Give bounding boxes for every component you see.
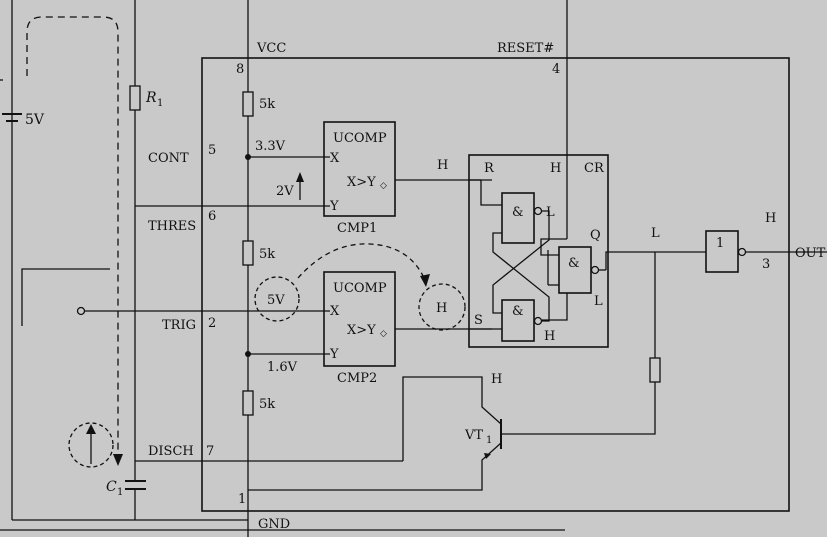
nand1-out-level: L	[546, 205, 555, 220]
cmp1-out-symbol-icon: ◇	[380, 181, 387, 191]
pin-5: 5	[208, 143, 216, 158]
r1-label: R	[145, 90, 157, 106]
label-vcc: VCC	[256, 41, 286, 56]
q-level: L	[651, 226, 660, 241]
out-level: H	[765, 211, 776, 226]
vt-sub: 1	[486, 435, 492, 446]
nand-gate-lower: &	[501, 299, 543, 342]
battery-label: 5V	[25, 112, 45, 128]
r1-sub: 1	[157, 98, 163, 109]
cmp2-out-level-label: H	[436, 301, 447, 316]
r-lower-label: 5k	[259, 397, 275, 412]
label-disch: DISCH	[148, 444, 194, 459]
q-wire	[605, 251, 706, 270]
nand3-out-level: L	[594, 294, 603, 309]
output-inverter: 1	[705, 230, 747, 273]
r-middle-label: 5k	[259, 247, 275, 262]
nand-gate-reset: & L	[558, 246, 603, 309]
battery: 5V	[0, 79, 45, 128]
label-out: OUT	[795, 246, 826, 261]
cmp2-name: CMP2	[337, 371, 377, 386]
cmp1-name: CMP1	[337, 221, 377, 236]
cmp1-x: X	[330, 151, 340, 166]
up-arrow-icon	[296, 172, 304, 182]
base-wire	[501, 382, 656, 435]
flipflop-wiring	[469, 60, 568, 330]
flipflop-box	[468, 154, 609, 348]
cmp2-x: X	[330, 304, 340, 319]
nand-gate-upper: & L	[501, 192, 555, 244]
node-upper	[245, 154, 251, 160]
trig-voltage-circle	[254, 276, 300, 322]
ff-s-label: S	[474, 313, 483, 328]
cmp2-out: X>Y	[347, 323, 376, 338]
pin-3: 3	[762, 257, 770, 272]
v-lower-label: 1.6V	[267, 360, 298, 375]
capacitor-c1: C 1	[106, 479, 146, 498]
cmp2-out-symbol-icon: ◇	[380, 329, 387, 339]
c1-sub: 1	[117, 487, 123, 498]
pin-2: 2	[208, 316, 216, 331]
cmp2-title: UCOMP	[333, 281, 387, 296]
comparator-cmp1: UCOMP X Y X>Y ◇	[323, 121, 396, 217]
ff-r-label: R	[484, 161, 495, 176]
dashed-arrow-head	[420, 274, 430, 287]
cmp2-out-level-circle	[418, 283, 466, 331]
label-cont: CONT	[148, 151, 189, 166]
label-reset: RESET#	[497, 41, 554, 56]
vt-label: VT	[464, 428, 483, 443]
current-path-arrow	[113, 454, 123, 466]
vt-collector-level: H	[491, 372, 502, 387]
pin-4: 4	[552, 62, 560, 77]
ff-q-label: Q	[590, 228, 601, 243]
cmp2-y: Y	[329, 347, 339, 362]
v-upper-label: 3.3V	[255, 139, 286, 154]
current-path-dashed	[26, 16, 119, 462]
node-lower	[245, 351, 251, 357]
cmp1-y: Y	[329, 199, 339, 214]
inverter-symbol: 1	[716, 236, 724, 251]
charge-indicator-circle	[68, 422, 114, 468]
transistor-vt1	[248, 376, 502, 491]
cmp1-out: X>Y	[347, 175, 376, 190]
pin-7: 7	[206, 444, 214, 459]
nand1-symbol: &	[512, 205, 524, 220]
pin-8: 8	[236, 62, 244, 77]
r-upper-label: 5k	[259, 97, 275, 112]
nand3-symbol: &	[568, 256, 580, 271]
divider-resistors	[242, 91, 254, 416]
ff-name: CR	[584, 161, 605, 176]
comparator-cmp2: UCOMP X Y X>Y ◇	[323, 271, 396, 367]
trigger-waveform	[21, 268, 110, 326]
dashed-transfer-arrow	[297, 243, 426, 281]
base-resistor	[649, 357, 661, 383]
cmp1-y-voltage: 2V	[276, 184, 294, 199]
nand2-symbol: &	[512, 304, 524, 319]
pin-6: 6	[208, 209, 216, 224]
resistor-r1: R 1	[129, 85, 163, 111]
cmp1-title: UCOMP	[333, 131, 387, 146]
pin-1: 1	[238, 492, 246, 507]
label-thres: THRES	[148, 219, 196, 234]
label-gnd: GND	[258, 517, 290, 532]
trig-terminal	[76, 306, 86, 316]
ff-h-top: H	[550, 161, 561, 176]
c1-label: C	[106, 479, 117, 495]
label-trig: TRIG	[162, 318, 196, 333]
chip-box	[201, 57, 790, 512]
ff-h-bottom: H	[544, 329, 555, 344]
trig-voltage-label: 5V	[267, 293, 285, 308]
cmp1-out-level: H	[437, 158, 448, 173]
